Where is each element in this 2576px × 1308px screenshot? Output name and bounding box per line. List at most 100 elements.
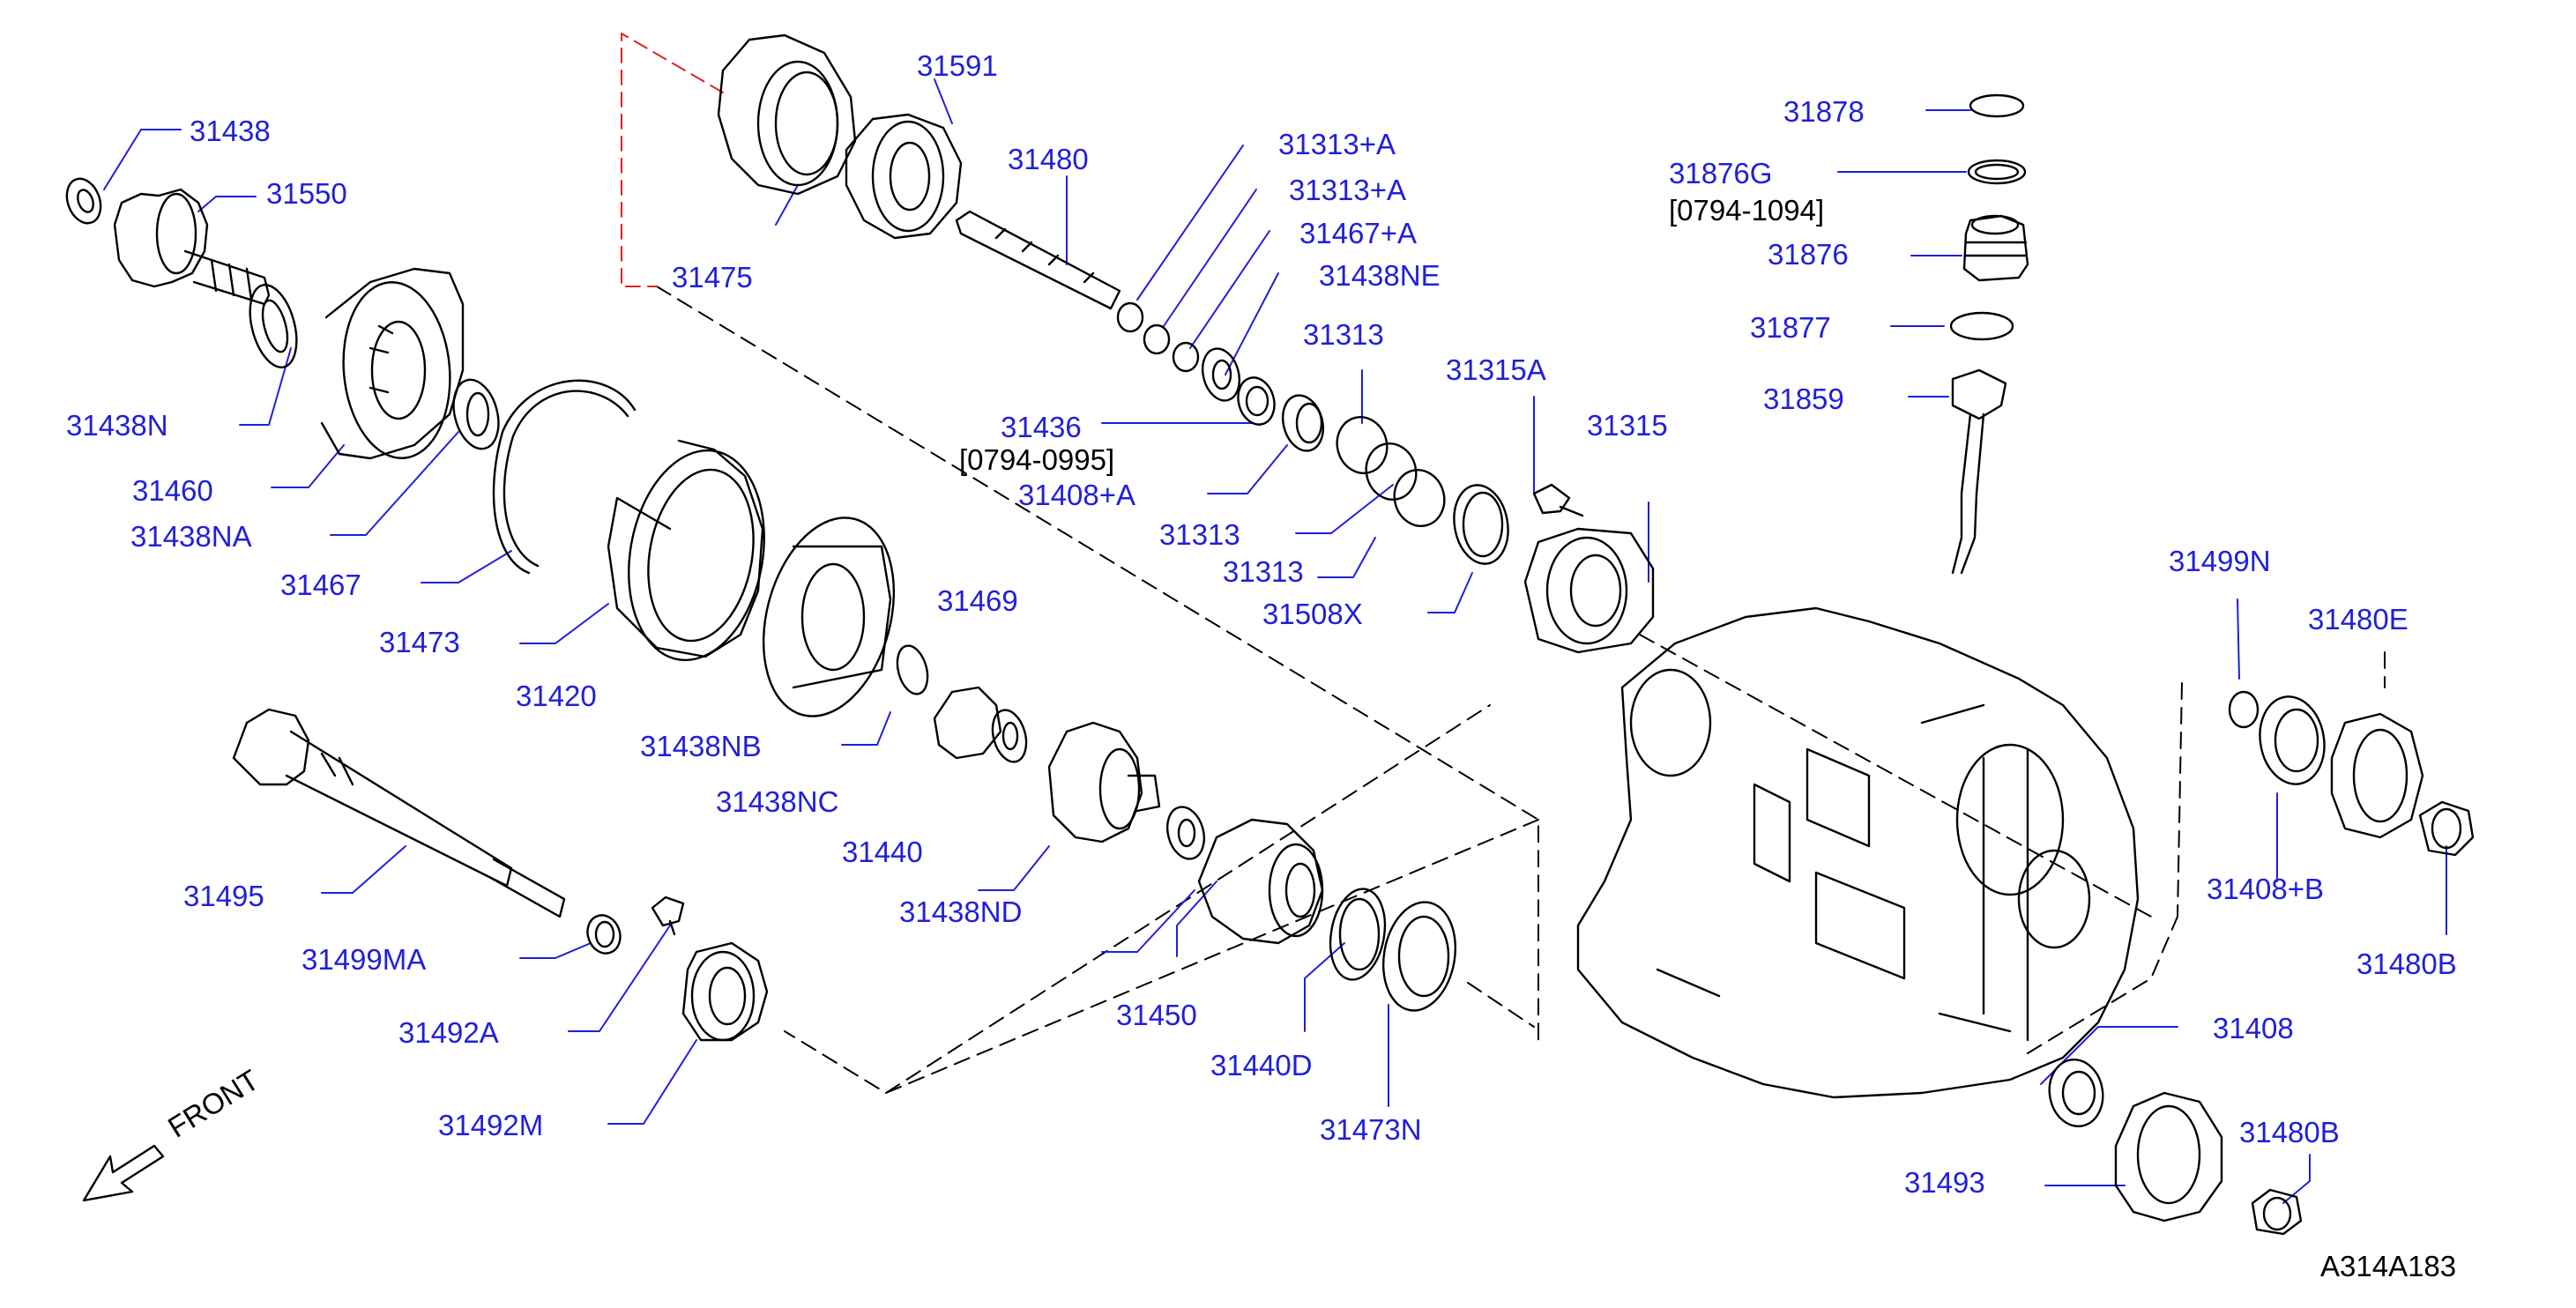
part-31859-sensor <box>1951 368 2007 575</box>
leader-lines <box>103 78 2447 1204</box>
part-31499MA-ring <box>586 914 622 955</box>
label-31508X: 31508X <box>1262 598 1363 630</box>
part-31480B-nut <box>2418 800 2475 857</box>
part-31480E-gear <box>2330 712 2424 839</box>
part-31450-gear <box>1197 818 1324 945</box>
label-31550: 31550 <box>266 177 347 210</box>
part-31313-shims <box>1336 416 1446 527</box>
part-31440-gear <box>1047 721 1161 844</box>
label-31313-top: 31313 <box>1303 318 1384 351</box>
label-31492A: 31492A <box>398 1016 499 1049</box>
part-31408A-bearing <box>1281 394 1325 452</box>
part-31591-synchro <box>845 113 963 240</box>
part-31493-gear <box>2114 1091 2223 1223</box>
label-31313-plus-a-2: 31313+A <box>1289 174 1407 206</box>
red-dash-lines <box>621 33 724 287</box>
part-31467-snap-ring <box>492 379 637 575</box>
label-31440: 31440 <box>842 836 923 868</box>
label-31408: 31408 <box>2213 1012 2294 1044</box>
part-31878-snap-ring <box>1969 93 2025 118</box>
part-31440D-shim <box>1329 888 1387 981</box>
label-31438NE: 31438NE <box>1319 259 1441 292</box>
label-31495: 31495 <box>183 880 264 912</box>
label-31473: 31473 <box>379 626 460 658</box>
label-31499N: 31499N <box>2169 545 2271 577</box>
label-31877: 31877 <box>1750 311 1831 344</box>
label-31313-low: 31313 <box>1223 555 1304 588</box>
label-31876: 31876 <box>1768 238 1849 271</box>
part-31438NE-bearing <box>1201 347 1241 402</box>
label-31408-plus-b: 31408+B <box>2207 873 2325 905</box>
part-31469-gear <box>933 686 1002 760</box>
label-31499MA: 31499MA <box>302 943 427 976</box>
part-31408B-bearing <box>2259 695 2326 785</box>
label-31480: 31480 <box>1008 143 1089 175</box>
part-31480B-nut-lower <box>2251 1188 2303 1236</box>
part-31460-drum <box>320 267 465 460</box>
label-31408-plus-a: 31408+A <box>1018 479 1136 511</box>
part-31495-shaft <box>232 708 566 918</box>
part-31550-gear <box>113 188 271 306</box>
label-31438N: 31438N <box>66 409 168 442</box>
label-31591: 31591 <box>917 49 998 82</box>
label-31313-plus-a-1: 31313+A <box>1278 128 1396 160</box>
diagram-code: A314A183 <box>2320 1250 2457 1282</box>
label-31315A: 31315A <box>1446 353 1546 386</box>
label-31315: 31315 <box>1587 409 1668 442</box>
label-31467-plus-a: 31467+A <box>1299 217 1418 249</box>
part-31315A-bolt <box>1532 483 1584 517</box>
label-31473N: 31473N <box>1320 1113 1422 1146</box>
label-31436: 31436 <box>1001 411 1082 443</box>
label-31438: 31438 <box>190 115 271 147</box>
part-31877-o-ring <box>1949 311 2014 341</box>
assembly-dash-lines <box>656 286 2386 1094</box>
label-31480B-upper: 31480B <box>2356 948 2457 980</box>
part-31420-carrier <box>762 517 896 717</box>
part-31876G-gasket <box>1967 159 2027 185</box>
label-31450: 31450 <box>1116 999 1197 1031</box>
label-31313-mid: 31313 <box>1159 518 1240 551</box>
part-31480-shaft <box>955 210 1121 310</box>
part-31315-retainer <box>1523 527 1655 654</box>
label-31420: 31420 <box>516 680 597 712</box>
part-31438-bearing <box>65 177 102 225</box>
front-arrow-icon <box>82 1144 165 1202</box>
part-31408-bearing <box>2048 1059 2104 1127</box>
part-31508X-ring <box>1453 484 1509 565</box>
label-31438NC: 31438NC <box>716 785 839 818</box>
label-31492M: 31492M <box>438 1109 544 1141</box>
label-31438NA: 31438NA <box>130 520 252 553</box>
label-31438NB: 31438NB <box>640 730 762 762</box>
label-31475: 31475 <box>672 261 753 294</box>
label-31460: 31460 <box>132 474 213 507</box>
label-31480E: 31480E <box>2308 603 2408 635</box>
part-31438NB-bearing <box>896 644 929 695</box>
label-31878: 31878 <box>1783 95 1865 128</box>
label-31859: 31859 <box>1763 383 1844 415</box>
part-transmission-case <box>1576 606 2140 1099</box>
note-31876G-date-range: [0794-1094] <box>1669 194 1825 227</box>
part-31473N-bearing <box>1381 901 1457 1012</box>
label-31493: 31493 <box>1904 1166 1985 1199</box>
label-31438ND: 31438ND <box>899 896 1023 928</box>
part-31438N-bearing <box>249 284 298 368</box>
part-31492A-bolt <box>651 896 685 936</box>
note-31436-date-range: [0794-0995] <box>959 443 1115 476</box>
label-31440D: 31440D <box>1210 1049 1313 1081</box>
part-31436-washer <box>1237 376 1276 426</box>
part-31313A-shims <box>1116 301 1200 373</box>
part-31438ND-bearing <box>1165 806 1206 860</box>
part-31475-gear <box>717 33 857 196</box>
label-31467: 31467 <box>280 569 361 601</box>
label-31480B-lower: 31480B <box>2239 1116 2340 1148</box>
part-31438NC-bearing <box>991 709 1028 763</box>
part-31499N-ring <box>2228 690 2260 729</box>
part-31876-plug <box>1962 214 2029 282</box>
label-31876G: 31876G <box>1669 157 1773 190</box>
label-31469: 31469 <box>937 584 1018 617</box>
part-31438NA-bearing <box>452 378 500 450</box>
part-31492M-retainer <box>681 941 769 1042</box>
part-31473-clutch <box>607 439 765 662</box>
